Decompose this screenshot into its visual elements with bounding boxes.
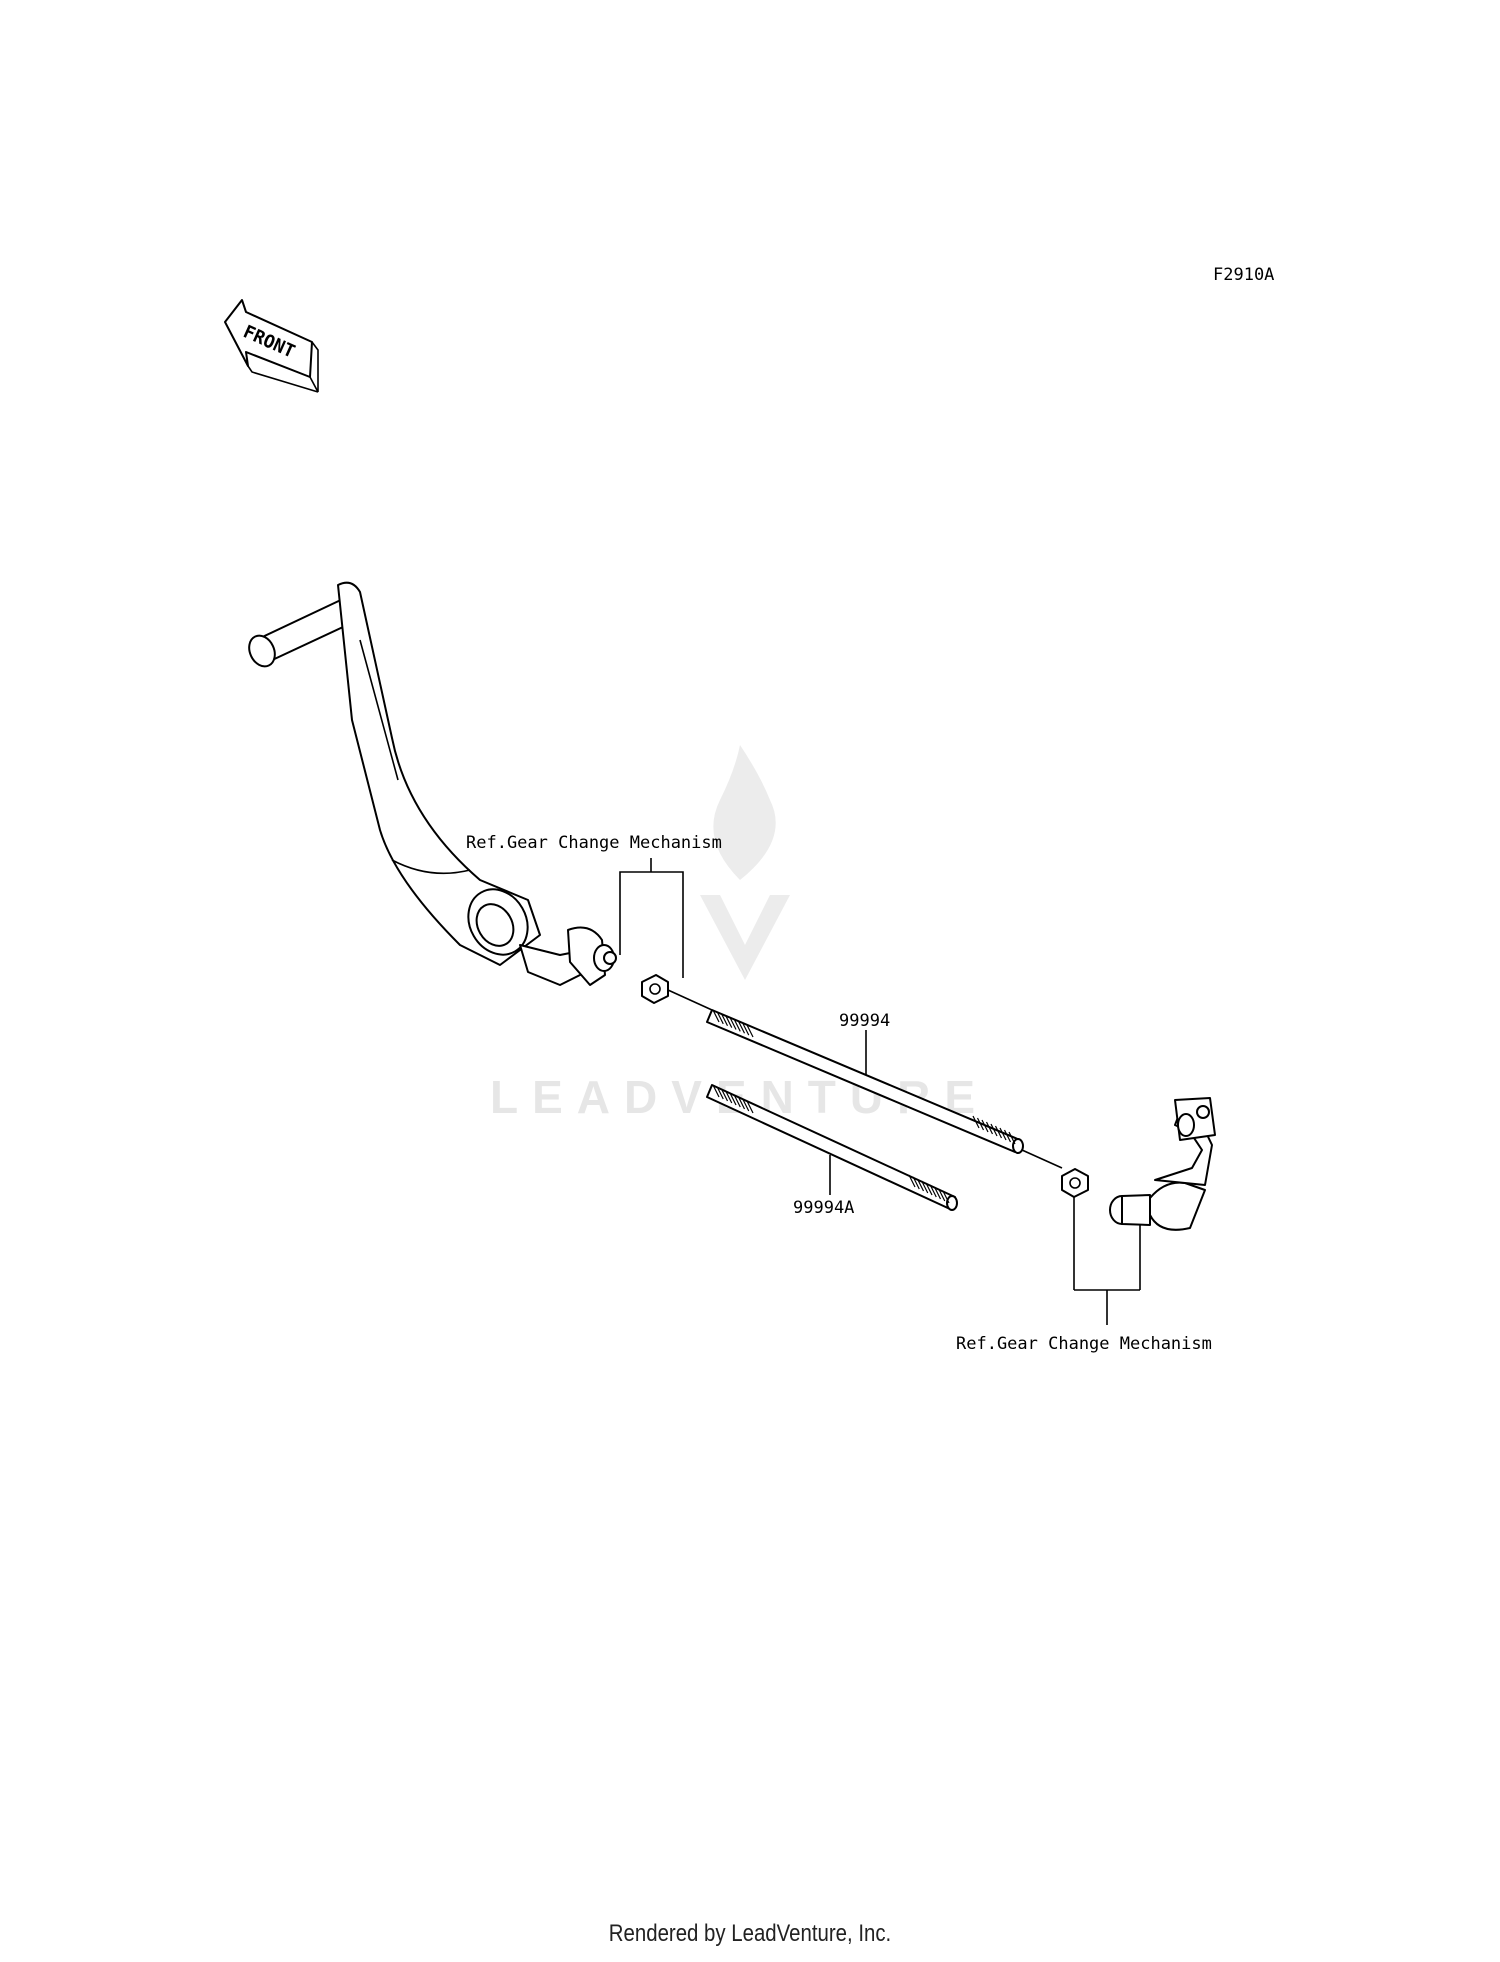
thread-mark [972,1115,980,1129]
thread-mark [938,1188,946,1202]
figure-code: F2910A [1213,265,1274,285]
thread-mark [729,1092,737,1106]
thread-mark [746,1100,754,1114]
thread-mark [999,1127,1007,1141]
nut-top [641,974,669,1004]
thread-mark [908,1174,916,1188]
footer-credit: Rendered by LeadVenture, Inc. [608,1920,892,1947]
thread-mark [916,1178,925,1192]
ref-gear-change-bottom: Ref.Gear Change Mechanism [956,1334,1212,1354]
thread-mark [1003,1129,1012,1143]
thread-mark [716,1011,724,1025]
thread-mark [976,1117,985,1131]
thread-mark [725,1015,733,1028]
ref-gear-change-top: Ref.Gear Change Mechanism [466,833,722,853]
thread-mark [912,1176,920,1190]
thread-mark [712,1084,720,1098]
thread-mark [942,1190,950,1204]
part-number-99994: 99994 [839,1011,890,1031]
thread-mark [729,1017,737,1030]
watermark: LEADVENTURE [490,745,975,1123]
thread-mark [925,1182,933,1196]
rod-long-99994 [706,1009,1024,1154]
bracket-top [619,858,684,978]
thread-mark [737,1020,746,1034]
thread-mark [994,1125,1003,1139]
shift-lever-lower [1109,1097,1216,1231]
shift-pedal [248,581,617,986]
thread-mark [746,1024,754,1038]
thread-mark [933,1186,942,1200]
thread-mark [1008,1131,1016,1145]
thread-mark [712,1009,720,1023]
nut-bottom [1061,1168,1089,1198]
thread-mark [990,1123,998,1137]
thread-mark [720,1013,729,1027]
thread-mark [725,1090,733,1104]
thread-mark [720,1088,729,1102]
thread-mark [716,1086,724,1100]
thread-mark [981,1119,989,1133]
front-arrow-icon: FRONT [224,299,319,393]
thread-mark [737,1096,746,1110]
thread-mark [733,1019,741,1032]
thread-mark [929,1184,937,1198]
rod-short-99994a [706,1084,958,1211]
part-number-99994a: 99994A [793,1198,854,1218]
bracket-bottom [1073,1197,1141,1325]
thread-mark [742,1098,750,1112]
thread-mark [985,1121,994,1135]
thread-mark [733,1094,741,1108]
thread-mark [921,1180,929,1194]
thread-mark [742,1022,750,1036]
